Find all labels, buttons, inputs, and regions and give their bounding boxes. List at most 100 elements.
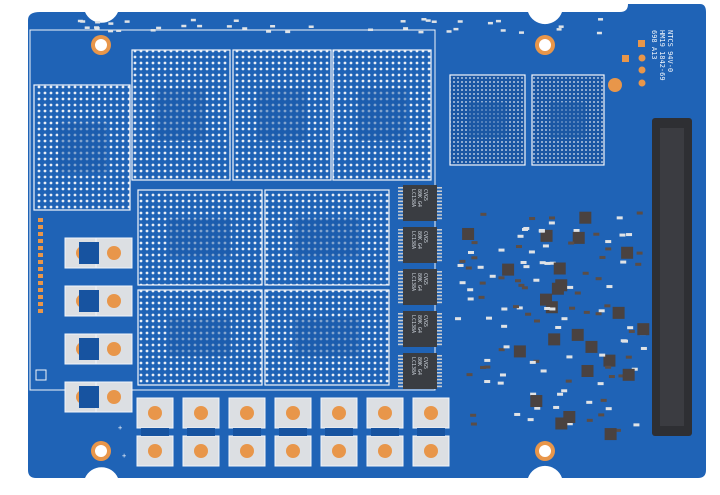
- smd-part: [529, 360, 536, 364]
- smd-part: [516, 306, 523, 310]
- smd-part: [573, 228, 580, 232]
- smd-part: [605, 240, 612, 244]
- smd-part: [421, 18, 427, 21]
- smd-part: [226, 25, 232, 28]
- smd-part: [620, 339, 627, 343]
- chip-label-line: 80K G4: [416, 189, 422, 207]
- smd-part: [150, 29, 156, 32]
- smd-part: [455, 317, 462, 321]
- smd-part: [616, 216, 623, 220]
- pad-strip: [233, 428, 261, 436]
- smd-part: [633, 423, 640, 427]
- smd-part: [503, 345, 510, 349]
- smd-part: [595, 277, 602, 281]
- edge-pad: [38, 232, 43, 236]
- smd-part: [418, 30, 424, 34]
- smd-part: [465, 266, 472, 270]
- chip-pin: [398, 281, 403, 283]
- chip-pin: [437, 326, 442, 329]
- edge-pad: [38, 302, 43, 306]
- chip-pin: [437, 217, 442, 220]
- pad-strip: [79, 386, 99, 408]
- smd-part: [598, 413, 605, 417]
- smd-part: [520, 260, 527, 264]
- smd-part: [498, 248, 505, 252]
- edge-pad: [38, 288, 43, 292]
- chip-pin: [437, 313, 442, 315]
- chip-pin: [398, 291, 403, 293]
- chip-label-line: CVG5: [422, 273, 428, 285]
- smd-part: [466, 373, 473, 377]
- smd-part: [605, 247, 612, 251]
- smd-part: [514, 279, 521, 283]
- smd-part: [598, 309, 605, 313]
- smd-part: [622, 368, 635, 381]
- smd-part: [499, 373, 506, 377]
- chip-label-line: CVG5: [422, 357, 428, 369]
- smd-part: [626, 233, 633, 237]
- smd-part: [523, 265, 530, 269]
- chip-pin: [437, 193, 442, 196]
- chip-pin: [398, 259, 403, 262]
- edge-pad: [38, 274, 43, 278]
- chip-pin: [398, 197, 403, 199]
- smd-part: [572, 231, 585, 244]
- chip-pin: [437, 200, 442, 203]
- svg-text:698 A13: 698 A13: [650, 30, 658, 60]
- chip-pin: [398, 361, 403, 364]
- capacitor-pad: [424, 406, 438, 420]
- chip-pin: [437, 197, 442, 199]
- smd-part: [446, 30, 452, 33]
- chip-pin: [398, 246, 403, 248]
- smd-part: [462, 227, 475, 240]
- smd-part: [549, 307, 556, 311]
- chip-pin: [398, 316, 403, 318]
- smd-part: [627, 326, 634, 330]
- chip-pin: [437, 298, 442, 300]
- smd-part: [77, 19, 83, 23]
- pad-strip: [79, 242, 99, 264]
- capacitor-pad: [194, 406, 208, 420]
- chip-pin: [398, 217, 403, 220]
- smd-part: [513, 345, 526, 358]
- smd-part: [566, 355, 573, 359]
- pad-strip: [141, 428, 169, 436]
- capacitor: [228, 435, 266, 467]
- bga-footprint: [156, 89, 206, 141]
- smd-part: [555, 417, 568, 430]
- smd-part: [471, 241, 478, 245]
- smd-part: [233, 19, 239, 22]
- chip-label-line: LC138A: [410, 189, 416, 207]
- smd-part: [637, 323, 650, 336]
- edge-pad: [38, 309, 43, 313]
- smd-part: [620, 260, 627, 264]
- chip-pin: [437, 259, 442, 262]
- smd-part: [478, 295, 485, 299]
- capacitor-pad: [424, 444, 438, 458]
- chip-pin: [437, 235, 442, 238]
- chip-pin: [398, 214, 403, 216]
- smd-part: [628, 329, 635, 333]
- smd-part: [608, 375, 615, 379]
- capacitor-pad: [378, 444, 392, 458]
- chip-pin: [437, 207, 442, 209]
- smd-part: [540, 369, 547, 373]
- chip-pin: [437, 187, 442, 189]
- capacitor-pad: [240, 406, 254, 420]
- pad-strip: [279, 428, 307, 436]
- smd-part: [368, 28, 374, 32]
- smd-part: [540, 229, 553, 242]
- smd-part: [539, 261, 546, 265]
- chip-pin: [398, 249, 403, 251]
- smd-part: [485, 316, 492, 320]
- chip-pin: [398, 284, 403, 287]
- smd-part: [581, 364, 594, 377]
- chip-label-line: CVG5: [422, 315, 428, 327]
- smd-part: [497, 381, 504, 385]
- capacitor-pad: [332, 406, 346, 420]
- chip-pin: [437, 382, 442, 384]
- smd-part: [403, 27, 409, 30]
- chip-pin: [437, 291, 442, 293]
- smd-part: [625, 355, 632, 359]
